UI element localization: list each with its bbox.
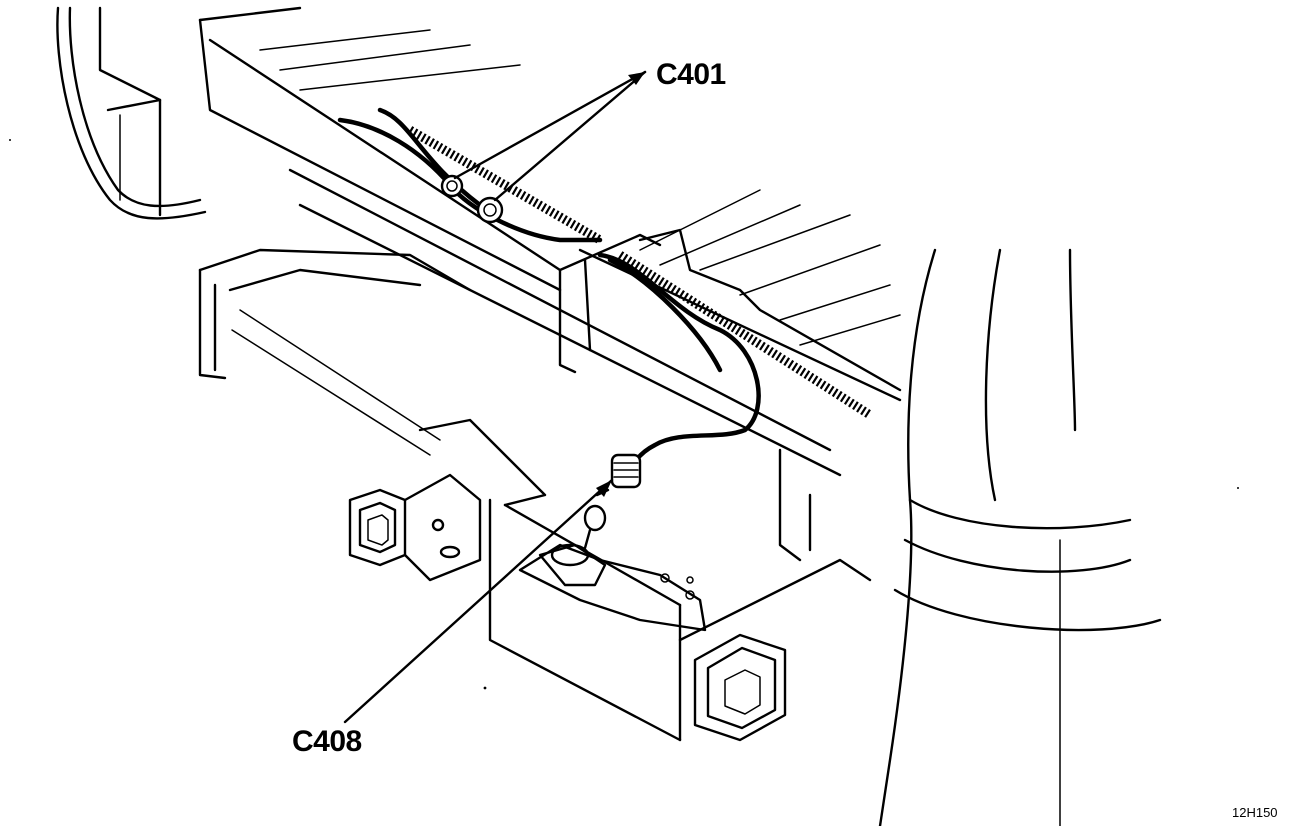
right-hitch-receiver [693, 633, 787, 742]
scan-dot [483, 686, 487, 690]
figure-id-label: 12H150 [1232, 805, 1278, 820]
left-hitch-receiver [348, 473, 482, 582]
c401-connector-left [440, 174, 464, 198]
bumper-shell [198, 248, 872, 742]
callout-c408-label: C408 [292, 725, 362, 758]
trailer-socket-bracket [518, 543, 707, 632]
crossmember-beam [288, 168, 842, 477]
wire-harness [337, 107, 873, 483]
c408-connector [583, 453, 642, 550]
right-body-corner [878, 248, 1162, 826]
c401-connector-right [476, 196, 504, 224]
scan-dot [9, 139, 11, 141]
c408-leader-line [343, 478, 614, 724]
c401-leader-lines [453, 70, 647, 202]
tailgate-panel [198, 6, 902, 402]
left-body-corner [56, 6, 207, 220]
scan-dot [1237, 487, 1239, 489]
callout-c401-label: C401 [656, 58, 726, 91]
